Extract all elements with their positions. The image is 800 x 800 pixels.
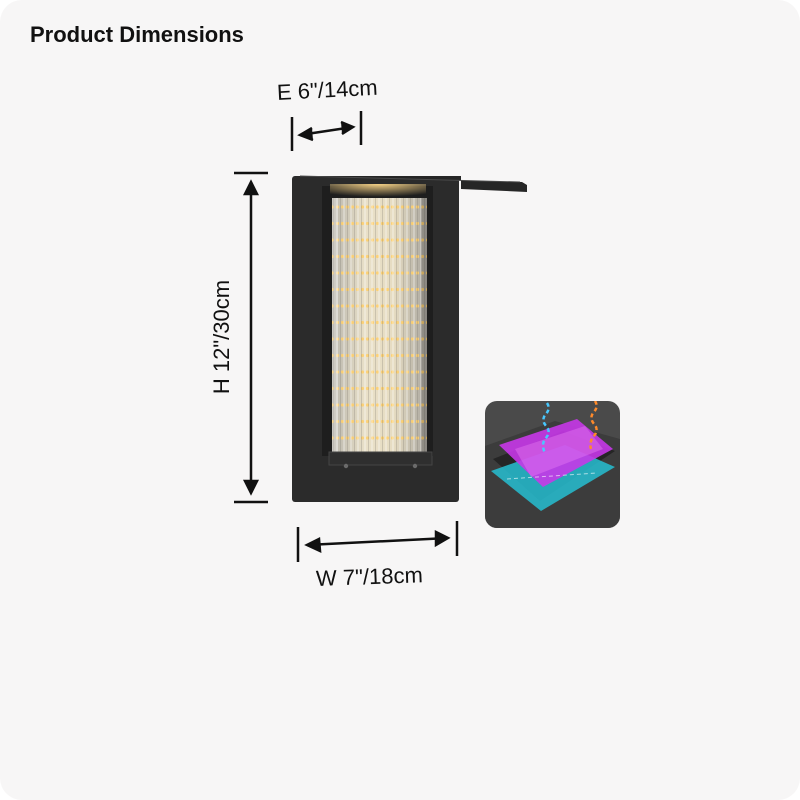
width-dimension-arrow [296,521,459,562]
lamp-canopy [292,176,527,192]
screw-left [343,463,349,469]
extension-label: E 6"/14cm [276,74,379,105]
canopy-edge [299,175,521,183]
layered-coating-illustration [485,401,620,528]
glass-ribs [332,198,427,452]
screw-right [412,463,418,469]
height-label: H 12"/30cm [209,279,234,395]
extension-dimension-arrow [290,111,363,151]
wall-lamp [292,175,527,502]
coating-layers-icon [485,401,620,528]
height-dimension-arrow [234,171,268,504]
page-title: Product Dimensions [30,22,244,47]
lamp-bottom-bracket [328,451,433,466]
width-label: W 7"/18cm [315,562,424,591]
lamp-top-glow [330,184,426,200]
